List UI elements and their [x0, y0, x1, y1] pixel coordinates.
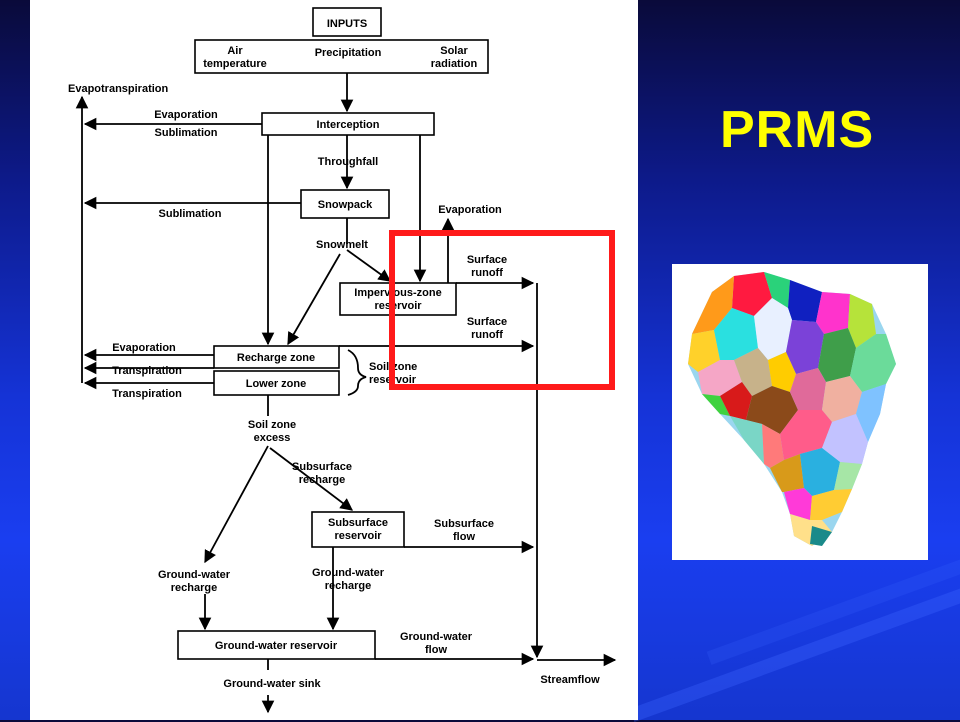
surface-runoff-1-label: runoff: [471, 267, 503, 279]
map-region: [746, 386, 798, 434]
surface-runoff-2-label: runoff: [471, 329, 503, 341]
air-temperature-label: temperature: [203, 58, 267, 70]
snowpack-box: [300, 189, 390, 219]
map-region: [714, 308, 758, 360]
map-region: [816, 292, 850, 334]
map-region: [688, 330, 720, 372]
map-region: [734, 348, 772, 396]
gw-sink-label: Ground-water sink: [223, 678, 321, 690]
evaporation-left-label: Evaporation: [112, 342, 176, 354]
streamflow-label: Streamflow: [540, 674, 600, 686]
transpiration-2-label: Transpiration: [112, 388, 182, 400]
snowmelt-label: Snowmelt: [316, 239, 368, 251]
snowpack-label: Snowpack: [318, 199, 373, 211]
map-region: [822, 414, 868, 464]
map-region: [834, 462, 862, 490]
arrow-excess-gw-left: [204, 445, 269, 564]
solar-radiation-label: radiation: [431, 58, 478, 70]
gw-flow-label: flow: [425, 644, 447, 656]
gw-recharge-left-label: Ground-water: [158, 569, 231, 581]
recharge-zone-label: Recharge zone: [237, 352, 315, 364]
inputs-drivers-box: [194, 39, 489, 74]
gw-recharge-left-label: recharge: [171, 582, 217, 594]
subsurface-flow-label: flow: [453, 531, 475, 543]
arrow-excess-subsurface: [269, 447, 354, 511]
map-region: [720, 382, 752, 420]
map-region: [790, 368, 826, 410]
interception-label: Interception: [317, 119, 380, 131]
arrow-snowmelt-impervious: [346, 249, 392, 282]
subsurface-reservoir-label: reservoir: [334, 530, 382, 542]
impervious-zone-box: [339, 282, 457, 316]
subsurface-reservoir-box: [311, 511, 405, 548]
map-region: [822, 376, 862, 422]
map-region: [810, 526, 832, 546]
gw-recharge-mid-label: Ground-water: [312, 567, 385, 579]
map-region: [848, 294, 876, 348]
map-region: [850, 334, 896, 392]
map-region: [818, 328, 856, 382]
impervious-zone-label: Impervious-zone: [354, 287, 441, 299]
gw-flow-label: Ground-water: [400, 631, 473, 643]
inputs-label: INPUTS: [327, 18, 367, 30]
map-region: [764, 272, 790, 308]
sublimation-mid-label: Sublimation: [159, 208, 222, 220]
highlight-rectangle: [389, 230, 615, 390]
diagram-svg: INPUTS Air temperature Precipitation Sol…: [68, 7, 617, 714]
prms-flow-diagram: INPUTS Air temperature Precipitation Sol…: [30, 0, 638, 720]
slide-title: PRMS: [720, 101, 875, 159]
watershed-map: [688, 272, 896, 546]
map-region: [702, 394, 730, 416]
background-stripe: [629, 572, 960, 722]
soil-zone-brace: [347, 349, 367, 396]
map-region: [692, 276, 734, 334]
precipitation-label: Precipitation: [315, 47, 382, 59]
transpiration-1-label: Transpiration: [112, 365, 182, 377]
evaporation-right-label: Evaporation: [438, 204, 502, 216]
map-region: [800, 448, 840, 496]
solar-radiation-label: Solar: [440, 45, 468, 57]
map-region: [730, 416, 764, 464]
map-region: [754, 298, 792, 360]
inputs-box: [312, 7, 382, 37]
map-region: [786, 320, 824, 374]
surface-runoff-2-label: Surface: [467, 316, 507, 328]
evaporation-top-label: Evaporation: [154, 109, 218, 121]
subsurface-flow-label: Subsurface: [434, 518, 494, 530]
soil-zone-excess-label: excess: [254, 432, 291, 444]
gw-recharge-mid-label: recharge: [325, 580, 371, 592]
lower-zone-box: [213, 370, 340, 396]
arrow-snowmelt-recharge: [287, 253, 341, 346]
subsurface-recharge-label: recharge: [299, 474, 345, 486]
subsurface-recharge-label: Subsurface: [292, 461, 352, 473]
map-region: [762, 424, 784, 468]
map-region: [698, 360, 742, 396]
groundwater-reservoir-box: [177, 630, 376, 660]
map-region: [810, 489, 852, 520]
evapotranspiration-label: Evapotranspiration: [68, 83, 169, 95]
gw-reservoir-label: Ground-water reservoir: [215, 640, 338, 652]
lower-zone-label: Lower zone: [246, 378, 307, 390]
map-region: [770, 454, 804, 492]
map-region: [768, 352, 796, 392]
surface-runoff-1-label: Surface: [467, 254, 507, 266]
map-region: [784, 488, 812, 520]
air-temperature-label: Air: [227, 45, 243, 57]
sublimation-top-label: Sublimation: [155, 127, 218, 139]
throughfall-label: Throughfall: [318, 156, 379, 168]
impervious-zone-label: reservoir: [374, 300, 422, 312]
map-region: [856, 384, 886, 442]
soil-zone-excess-label: Soil zone: [248, 419, 296, 431]
map-region: [732, 272, 772, 316]
map-region: [780, 410, 832, 460]
recharge-zone-box: [213, 345, 340, 369]
map-region: [788, 280, 822, 322]
watershed-map-card: [672, 264, 928, 560]
subsurface-reservoir-label: Subsurface: [328, 517, 388, 529]
